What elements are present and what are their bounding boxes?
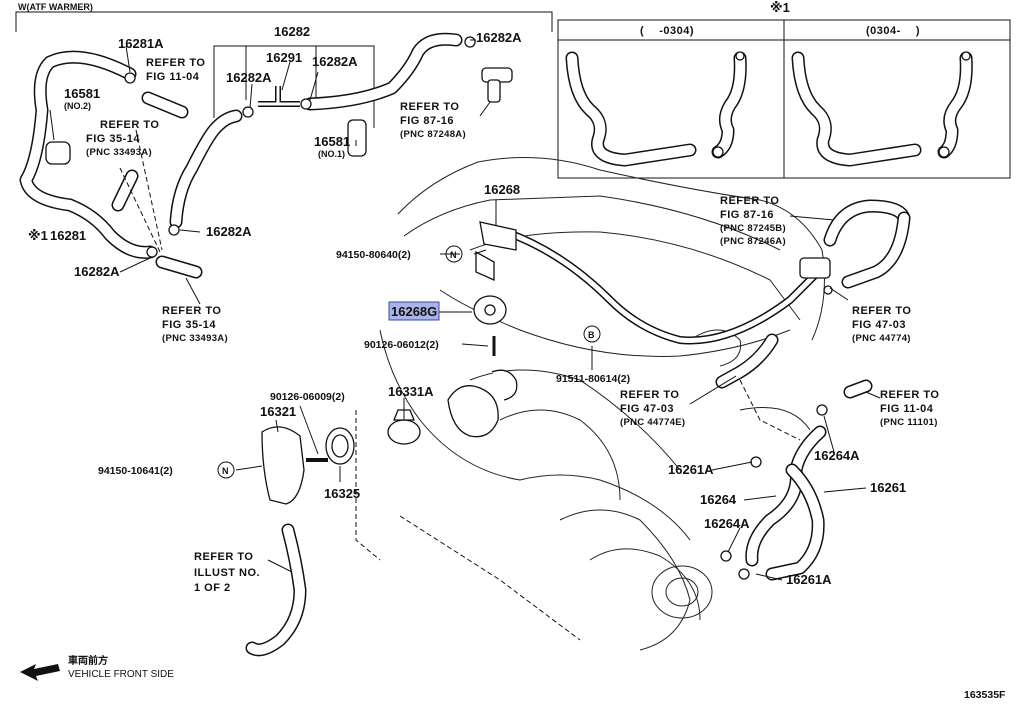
engine-block (355, 157, 825, 651)
part-labels: 16281A 16581 (NO.2) 16291 16282A 16282A … (28, 30, 906, 587)
svg-text:FIG 11-04: FIG 11-04 (880, 403, 934, 415)
label-no2: (NO.2) (64, 101, 91, 111)
highlight-16268G[interactable] (388, 301, 440, 321)
label-16282A-mid: 16282A (206, 224, 252, 239)
svg-text:(PNC 33493A): (PNC 33493A) (162, 333, 228, 344)
svg-text:FIG 11-04: FIG 11-04 (146, 71, 200, 83)
label-16261A-low: 16261A (786, 572, 832, 587)
bracket-16282: 16282 (213, 24, 375, 128)
arrow-left-icon (20, 664, 60, 681)
refer-fig-47-03-right[interactable]: REFER TO FIG 47-03 (PNC 44774) (852, 305, 911, 344)
svg-text:REFER TO: REFER TO (620, 389, 679, 401)
svg-text:REFER TO: REFER TO (880, 389, 939, 401)
atf-hoses (19, 32, 513, 279)
atf-warmer-bracket: W(ATF WARMER) (15, 2, 553, 32)
label-16282A-top-right: 16282A (476, 30, 522, 45)
n-symbol-upper-label: N (450, 250, 457, 260)
n-symbol-lower-label: N (222, 466, 229, 476)
refer-fig-35-14-top[interactable]: REFER TO FIG 35-14 (PNC 33493A) (86, 119, 159, 158)
svg-text:(PNC 44774E): (PNC 44774E) (620, 417, 685, 428)
vehicle-front-jp: 車両前方 (68, 654, 108, 667)
label-16321: 16321 (260, 404, 296, 419)
svg-text:REFER TO: REFER TO (146, 57, 205, 69)
label-16291: 16291 (266, 50, 302, 65)
atf-warmer-label: W(ATF WARMER) (18, 2, 93, 12)
refer-illust-1-of-2[interactable]: REFER TO ILLUST NO. 1 OF 2 (194, 551, 260, 594)
svg-text:FIG 87-16: FIG 87-16 (720, 209, 774, 221)
svg-text:REFER TO: REFER TO (194, 551, 253, 563)
svg-text:FIG 47-03: FIG 47-03 (620, 403, 674, 415)
refer-fig-47-03-mid[interactable]: REFER TO FIG 47-03 (PNC 44774E) (620, 389, 685, 428)
label-16282A-top-mid: 16282A (312, 54, 358, 69)
b-symbol-label: B (588, 330, 595, 340)
svg-text:(PNC 87245B): (PNC 87245B) (720, 223, 786, 234)
label-no1: (NO.1) (318, 149, 345, 159)
n-symbol-upper (445, 245, 463, 263)
svg-text:FIG 47-03: FIG 47-03 (852, 319, 906, 331)
label-16282: 16282 (274, 24, 310, 39)
label-16282A-low: 16282A (74, 264, 120, 279)
bypass-pipe (447, 221, 823, 438)
label-16268: 16268 (484, 182, 520, 197)
svg-text:(PNC 87246A): (PNC 87246A) (720, 236, 786, 247)
svg-text:(PNC 44774): (PNC 44774) (852, 333, 911, 344)
label-16281-mark: ※1 (28, 228, 48, 243)
label-16581-no2: 16581 (64, 86, 100, 101)
label-16264A-top: 16264A (814, 448, 860, 463)
variant-inset: ※1 ( -0304) (0304- ) (557, 0, 1011, 179)
svg-text:REFER TO: REFER TO (400, 101, 459, 113)
svg-text:FIG 87-16: FIG 87-16 (400, 115, 454, 127)
svg-text:(PNC 11101): (PNC 11101) (880, 417, 938, 428)
b-symbol (583, 325, 601, 343)
water-inlet (245, 409, 421, 657)
label-16581-no1: 16581 (314, 134, 350, 149)
svg-text:1 OF 2: 1 OF 2 (194, 582, 231, 594)
inset-right-label: (0304- ) (866, 25, 920, 37)
svg-text:REFER TO: REFER TO (720, 195, 779, 207)
label-91511-80614: 91511-80614(2) (556, 373, 630, 385)
refer-fig-11-04-right[interactable]: REFER TO FIG 11-04 (PNC 11101) (880, 389, 939, 428)
label-16281A: 16281A (118, 36, 164, 51)
label-94150-80640: 94150-80640(2) (336, 249, 411, 261)
refer-fig-87-16-top[interactable]: REFER TO FIG 87-16 (PNC 87248A) (400, 101, 466, 140)
vehicle-front-indicator: 車両前方 VEHICLE FRONT SIDE (20, 654, 174, 681)
leader-lines (49, 39, 881, 581)
label-94150-10641: 94150-10641(2) (98, 465, 173, 477)
svg-text:REFER TO: REFER TO (162, 305, 221, 317)
inset-left-label: ( -0304) (640, 25, 694, 37)
svg-text:(PNC 87248A): (PNC 87248A) (400, 129, 466, 140)
heater-hoses (715, 199, 911, 581)
n-symbol-lower (217, 461, 235, 479)
label-16268G[interactable]: 16268G (391, 304, 437, 319)
label-16264: 16264 (700, 492, 737, 507)
svg-text:FIG 35-14: FIG 35-14 (86, 133, 140, 145)
refer-fig-35-14-low[interactable]: REFER TO FIG 35-14 (PNC 33493A) (162, 305, 228, 344)
label-16282A-top-left: 16282A (226, 70, 272, 85)
label-16281: 16281 (50, 228, 86, 243)
refer-fig-11-04-top[interactable]: REFER TO FIG 11-04 (146, 57, 205, 83)
vehicle-front-en: VEHICLE FRONT SIDE (68, 669, 174, 680)
label-16325: 16325 (324, 486, 360, 501)
refer-fig-87-16-right[interactable]: REFER TO FIG 87-16 (PNC 87245B) (PNC 872… (720, 195, 786, 247)
label-90126-06012: 90126-06012(2) (364, 339, 439, 351)
callout-symbols: N B N (217, 245, 601, 479)
label-16261A-top: 16261A (668, 462, 714, 477)
svg-text:REFER TO: REFER TO (852, 305, 911, 317)
refer-to-blocks[interactable]: REFER TO FIG 11-04 REFER TO FIG 35-14 (P… (86, 57, 939, 594)
svg-text:FIG 35-14: FIG 35-14 (162, 319, 216, 331)
inset-mark: ※1 (770, 0, 790, 15)
svg-text:REFER TO: REFER TO (100, 119, 159, 131)
label-16264A-low: 16264A (704, 516, 750, 531)
figure-number: 163535F (964, 689, 1006, 701)
label-16261: 16261 (870, 480, 906, 495)
svg-text:(PNC 33493A): (PNC 33493A) (86, 147, 152, 158)
label-16331A: 16331A (388, 384, 434, 399)
label-90126-06009: 90126-06009(2) (270, 391, 345, 403)
svg-text:ILLUST NO.: ILLUST NO. (194, 567, 260, 579)
